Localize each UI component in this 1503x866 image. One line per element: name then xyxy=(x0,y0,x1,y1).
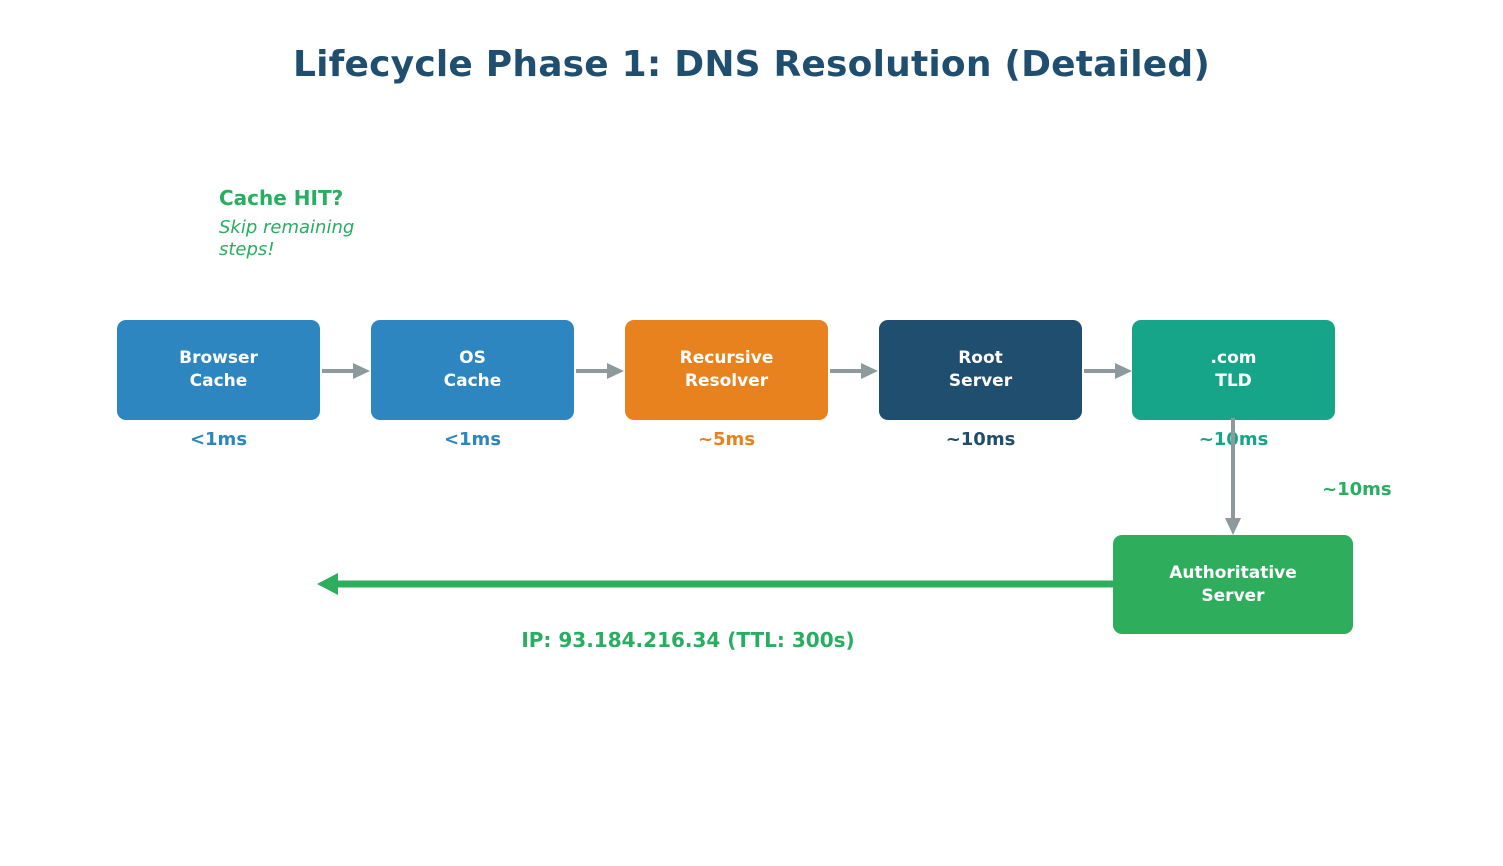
cache-hit-subtext: Skip remaining steps! xyxy=(219,217,355,260)
page-title: Lifecycle Phase 1: DNS Resolution (Detai… xyxy=(292,44,1210,85)
node-label-line1: Authoritative xyxy=(1169,562,1297,583)
latency-browser-cache: <1ms xyxy=(189,429,248,450)
node-label-line1: Root xyxy=(958,348,1003,368)
node-authoritative-server[interactable]: Authoritative Server xyxy=(1113,535,1353,634)
node-label-line2: Server xyxy=(948,371,1013,391)
latency-os-cache: <1ms xyxy=(443,429,502,450)
node-label-line2: Cache xyxy=(443,371,502,391)
arrow-resolver-to-root-icon xyxy=(830,363,878,379)
node-label-line2: Resolver xyxy=(684,371,769,391)
node-label-line2: TLD xyxy=(1215,371,1252,391)
node-label-line1: Browser xyxy=(179,348,258,368)
latency-root-server: ~10ms xyxy=(945,429,1016,450)
node-label-line1: Recursive xyxy=(679,348,774,368)
arrow-return-to-browser-icon xyxy=(317,573,1120,595)
arrow-tld-to-authoritative-icon xyxy=(1225,418,1241,535)
vertical-edge-latency-label: ~10ms xyxy=(1322,479,1392,500)
return-ip-label: IP: 93.184.216.34 (TTL: 300s) xyxy=(521,628,855,652)
node-browser-cache[interactable]: Browser Cache xyxy=(117,320,320,420)
node-com-tld[interactable]: .com TLD xyxy=(1132,320,1335,420)
node-label-line2: Server xyxy=(1201,585,1265,606)
arrow-os-to-resolver-icon xyxy=(576,363,624,379)
node-recursive-resolver[interactable]: Recursive Resolver xyxy=(625,320,828,420)
node-label-line1: OS xyxy=(459,348,486,368)
node-label-line2: Cache xyxy=(189,371,248,391)
node-root-server[interactable]: Root Server xyxy=(879,320,1082,420)
node-label-line1: .com xyxy=(1210,348,1257,368)
arrow-root-to-tld-icon xyxy=(1084,363,1132,379)
node-os-cache[interactable]: OS Cache xyxy=(371,320,574,420)
arrow-browser-to-os-icon xyxy=(322,363,370,379)
latency-recursive-resolver: ~5ms xyxy=(697,429,756,450)
cache-hit-heading: Cache HIT? xyxy=(219,186,344,210)
